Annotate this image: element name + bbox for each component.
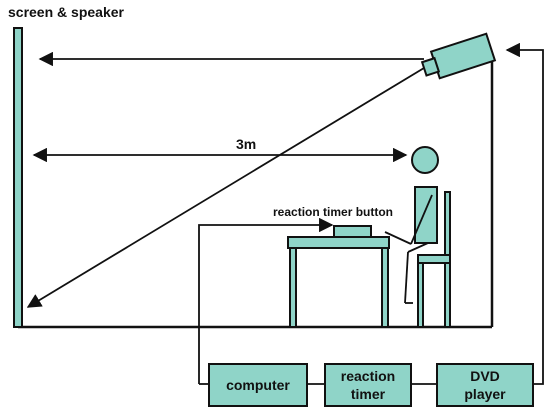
button-label: reaction timer button — [273, 205, 393, 219]
distance-label: 3m — [236, 136, 256, 152]
reaction-timer-box — [324, 363, 412, 407]
screen-panel — [13, 27, 23, 328]
computer-box — [208, 363, 308, 407]
screen-label: screen & speaker — [8, 4, 125, 20]
button-wire — [198, 217, 334, 372]
computer-label: computer — [226, 377, 290, 393]
projection-arrow-diagonal — [26, 67, 425, 308]
person-icon — [384, 146, 439, 304]
projector-icon — [420, 32, 497, 80]
dvd-label-line1: DVD — [470, 368, 500, 384]
timer-label-line1: reaction — [341, 368, 395, 384]
dvd-player-box — [436, 363, 534, 407]
timer-label-line2: timer — [351, 386, 386, 402]
dvd-label-line2: player — [464, 386, 506, 402]
wire-dvd-projector — [505, 42, 544, 385]
chair-icon — [417, 191, 451, 328]
table-icon — [287, 225, 390, 328]
